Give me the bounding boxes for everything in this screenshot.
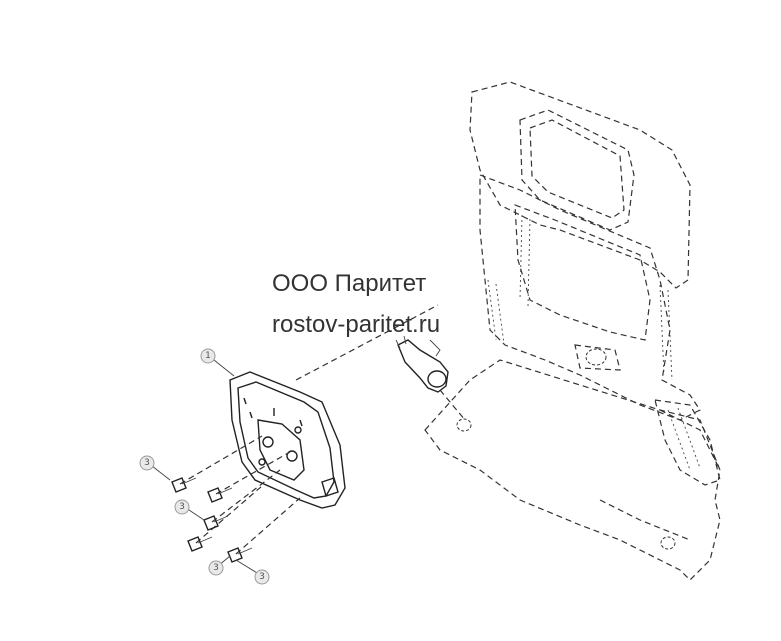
callout-label: 3 <box>144 458 150 468</box>
callout-3d: 3 <box>254 569 270 585</box>
screw-e <box>227 547 253 563</box>
seat-frame-assembly <box>424 81 721 581</box>
callout-label: 3 <box>259 572 265 582</box>
screw-b <box>207 487 233 503</box>
screw-c <box>203 515 229 531</box>
callout-label: 3 <box>213 563 219 573</box>
screw-d <box>187 536 213 552</box>
control-unit-part-1 <box>229 371 346 509</box>
callout-3a: 3 <box>139 455 155 471</box>
assembly-guide-line <box>295 304 439 381</box>
screw-set-part-3 <box>171 435 301 563</box>
callout-3c: 3 <box>208 560 224 576</box>
callout-3b: 3 <box>174 499 190 515</box>
sensor-connector <box>395 335 466 421</box>
callout-1: 1 <box>200 348 216 364</box>
watermark-site: rostov-paritet.ru <box>272 311 441 338</box>
callout-label: 3 <box>179 502 185 512</box>
callout-label: 1 <box>205 351 211 361</box>
screw-a <box>171 477 197 493</box>
watermark-company: ООО Паритет <box>272 270 427 297</box>
